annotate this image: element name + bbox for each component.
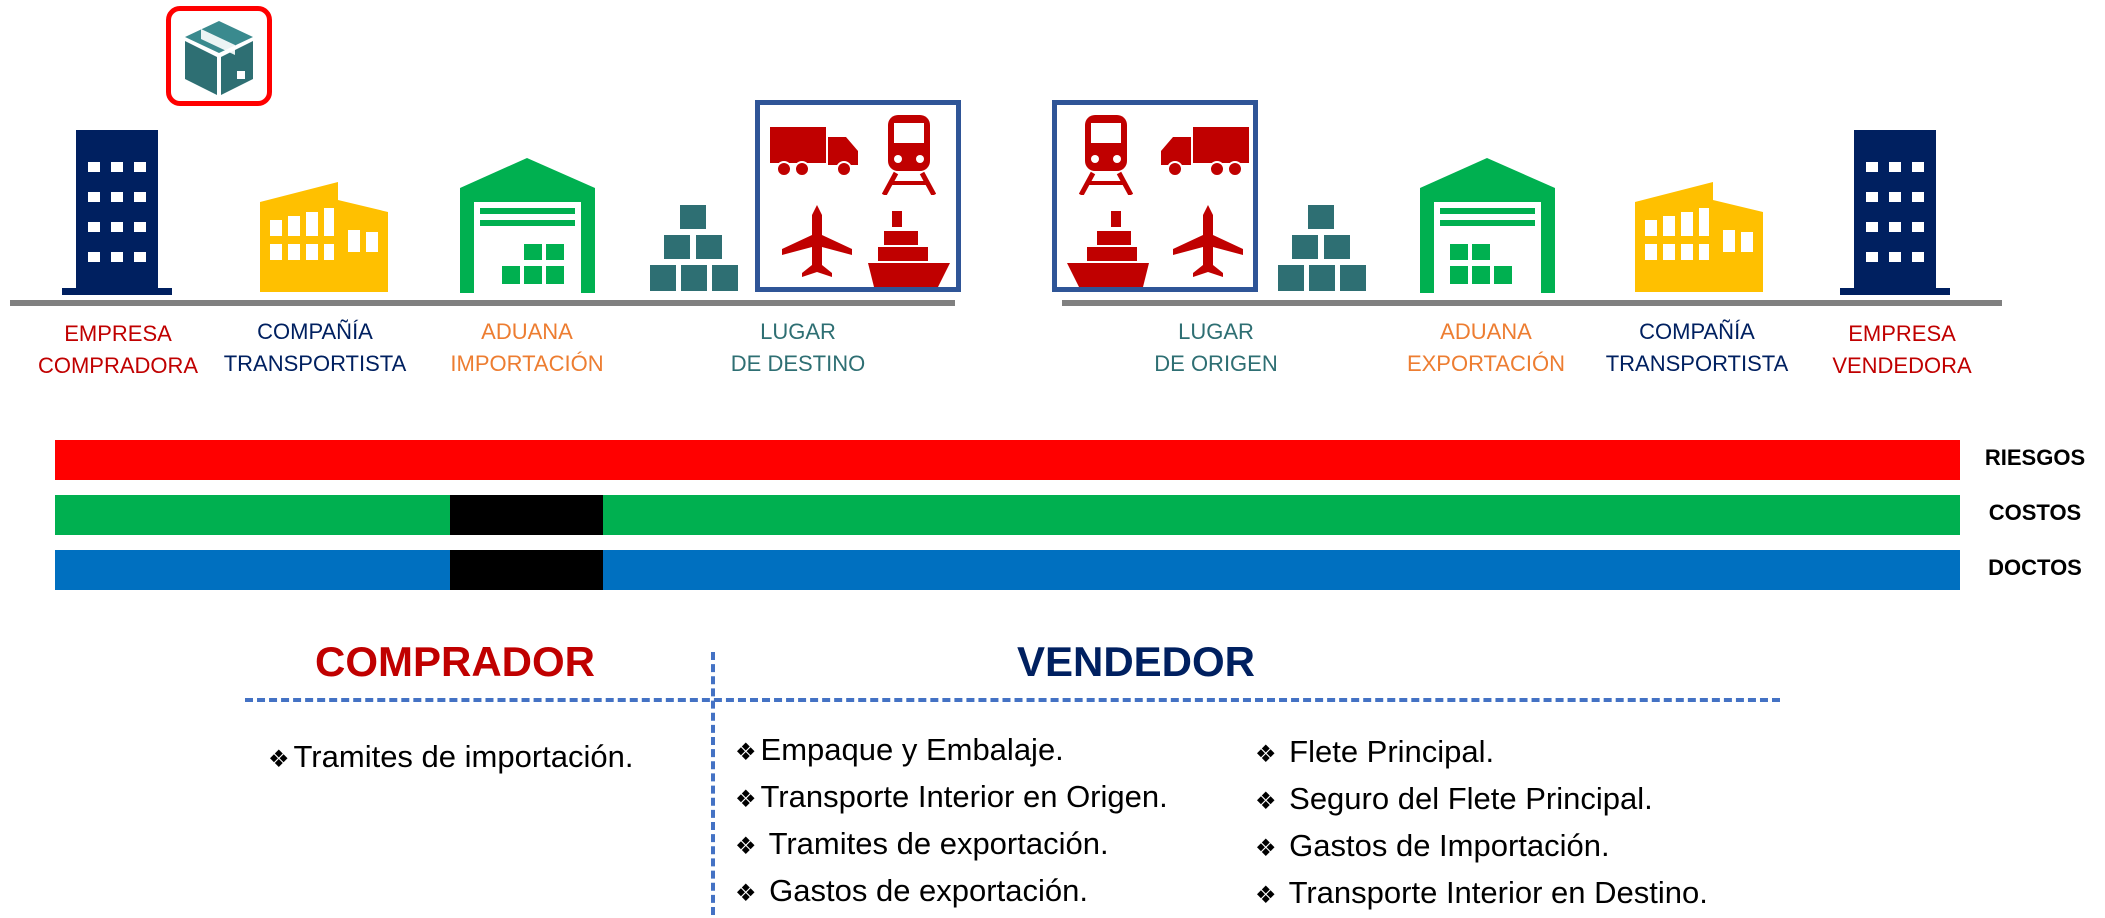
list-item-text: Flete Principal. [1289, 734, 1495, 769]
label-empresa-compradora: EMPRESA COMPRADORA [18, 318, 218, 382]
label-line: COMPRADORA [37, 353, 199, 378]
bullet-icon: ❖ [735, 880, 757, 907]
label-line: DE DESTINO [730, 351, 866, 376]
bullet-icon: ❖ [268, 746, 290, 773]
label-aduana-importacion: ADUANA IMPORTACIÓN [427, 316, 627, 380]
label-line: VENDEDORA [1832, 353, 1972, 378]
label-line: ADUANA [481, 319, 573, 344]
costos-black-segment [450, 495, 603, 535]
label-line: EMPRESA [64, 321, 172, 346]
costos-bar [55, 495, 1960, 535]
comprador-heading: COMPRADOR [315, 638, 595, 685]
seller-building-icon [1840, 130, 1950, 295]
ship-icon [868, 211, 950, 287]
list-item: ❖ Gastos de exportación. [735, 869, 1168, 916]
vendedor-list-col1: ❖Empaque y Embalaje. ❖Transporte Interio… [735, 728, 1168, 916]
label-line: COMPAÑÍA [257, 319, 373, 344]
list-item-text: Tramites de exportación. [768, 826, 1109, 861]
list-item: ❖Transporte Interior en Origen. [735, 775, 1168, 822]
label-aduana-exportacion: ADUANA EXPORTACIÓN [1386, 316, 1586, 380]
truck-icon [1161, 127, 1249, 177]
comprador-list: ❖Tramites de importación. [268, 735, 634, 782]
list-item-text: Gastos de exportación. [769, 873, 1088, 908]
vendedor-list-col2: ❖ Flete Principal. ❖ Seguro del Flete Pr… [1255, 730, 1708, 918]
label-lugar-origen: LUGAR DE ORIGEN [1116, 316, 1316, 380]
bullet-icon: ❖ [735, 786, 757, 813]
ground-line-right [1062, 300, 2002, 306]
label-line: LUGAR [760, 319, 836, 344]
vendedor-heading: VENDEDOR [1016, 638, 1256, 685]
bullet-icon: ❖ [735, 739, 757, 766]
list-item: ❖Empaque y Embalaje. [735, 728, 1168, 775]
transport-company-icon [1635, 182, 1763, 292]
bullet-icon: ❖ [1255, 741, 1277, 768]
list-item-text: Gastos de Importación. [1289, 828, 1610, 863]
ground-line-left [10, 300, 955, 306]
boxes-stack-icon [650, 205, 738, 291]
label-line: ADUANA [1440, 319, 1532, 344]
list-item: ❖ Flete Principal. [1255, 730, 1708, 777]
list-item-text: Seguro del Flete Principal. [1289, 781, 1653, 816]
list-item: ❖Tramites de importación. [268, 735, 634, 782]
customs-warehouse-icon [1420, 158, 1555, 293]
doctos-label: DOCTOS [1988, 555, 2082, 580]
transport-company-icon [260, 182, 388, 292]
list-item-text: Empaque y Embalaje. [760, 732, 1064, 767]
destination-transport-frame [755, 100, 961, 292]
vertical-dashed-divider [711, 652, 715, 915]
label-empresa-vendedora: EMPRESA VENDEDORA [1802, 318, 2002, 382]
list-item-text: Transporte Interior en Origen. [760, 779, 1168, 814]
origin-transport-frame [1052, 100, 1258, 292]
list-item: ❖ Seguro del Flete Principal. [1255, 777, 1708, 824]
costos-label: COSTOS [1988, 500, 2082, 525]
train-icon [882, 115, 936, 195]
label-compania-transportista: COMPAÑÍA TRANSPORTISTA [215, 316, 415, 380]
doctos-black-segment [450, 550, 603, 590]
label-line: IMPORTACIÓN [450, 351, 604, 376]
train-icon [1079, 115, 1133, 195]
truck-icon [770, 127, 858, 177]
label-line: EMPRESA [1848, 321, 1956, 346]
label-line: COMPAÑÍA [1639, 319, 1755, 344]
list-item-text: Transporte Interior en Destino. [1288, 875, 1708, 910]
package-icon-box [166, 6, 272, 106]
label-line: EXPORTACIÓN [1406, 351, 1566, 376]
list-item: ❖ Transporte Interior en Destino. [1255, 871, 1708, 918]
riesgos-bar [55, 440, 1960, 480]
buyer-building-icon [62, 130, 172, 295]
label-line: DE ORIGEN [1154, 351, 1278, 376]
list-item: ❖ Tramites de exportación. [735, 822, 1168, 869]
ship-icon [1067, 211, 1149, 287]
riesgos-label: RIESGOS [1984, 445, 2086, 470]
label-line: TRANSPORTISTA [1605, 351, 1789, 376]
bullet-icon: ❖ [1255, 882, 1277, 909]
bullet-icon: ❖ [735, 833, 757, 860]
bullet-icon: ❖ [1255, 835, 1277, 862]
list-item: ❖ Gastos de Importación. [1255, 824, 1708, 871]
customs-warehouse-icon [460, 158, 595, 293]
list-item-text: Tramites de importación. [293, 739, 634, 774]
boxes-stack-icon [1278, 205, 1366, 291]
label-lugar-destino: LUGAR DE DESTINO [698, 316, 898, 380]
label-line: LUGAR [1178, 319, 1254, 344]
horizontal-dashed-divider [245, 698, 1780, 702]
airplane-icon [782, 205, 852, 277]
label-line: TRANSPORTISTA [223, 351, 407, 376]
package-icon [185, 21, 253, 95]
doctos-bar [55, 550, 1960, 590]
label-compania-transportista: COMPAÑÍA TRANSPORTISTA [1597, 316, 1797, 380]
airplane-icon [1173, 205, 1243, 277]
bullet-icon: ❖ [1255, 788, 1277, 815]
